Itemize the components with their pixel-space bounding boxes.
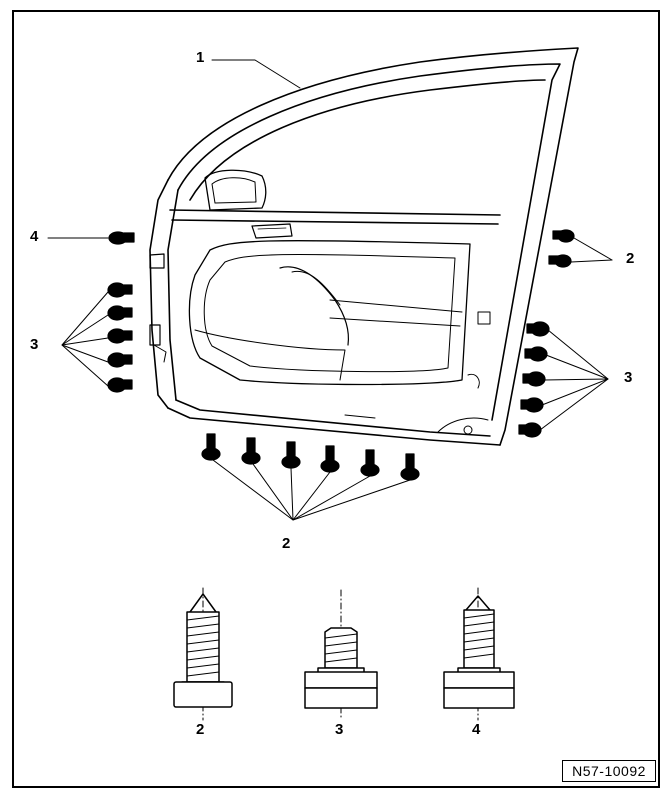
stud-2-right-part — [548, 229, 575, 268]
callout-bolt-4: 4 — [30, 228, 39, 245]
callout-clip-3-left: 3 — [30, 336, 39, 353]
clip-3-right-part — [518, 321, 550, 438]
bolt-4-part — [108, 231, 135, 245]
callout-clip-3-right: 3 — [624, 369, 633, 386]
clip-3-left-part — [107, 282, 133, 393]
callout-detail-2: 2 — [196, 721, 205, 738]
reference-code: N57-10092 — [562, 760, 656, 782]
fastener-group — [107, 229, 575, 481]
stud-2-bottom-part — [201, 433, 420, 481]
detail-stud-2 — [173, 587, 233, 721]
detail-stud-3 — [304, 589, 378, 721]
callout-door-shell: 1 — [196, 49, 205, 66]
door-shell — [149, 47, 579, 446]
callout-detail-4: 4 — [472, 721, 481, 738]
callout-stud-2-right: 2 — [626, 250, 635, 267]
detail-stud-4 — [443, 587, 515, 721]
callout-stud-2-bottom: 2 — [282, 535, 291, 552]
leader-lines — [47, 59, 613, 521]
callout-detail-3: 3 — [335, 721, 344, 738]
